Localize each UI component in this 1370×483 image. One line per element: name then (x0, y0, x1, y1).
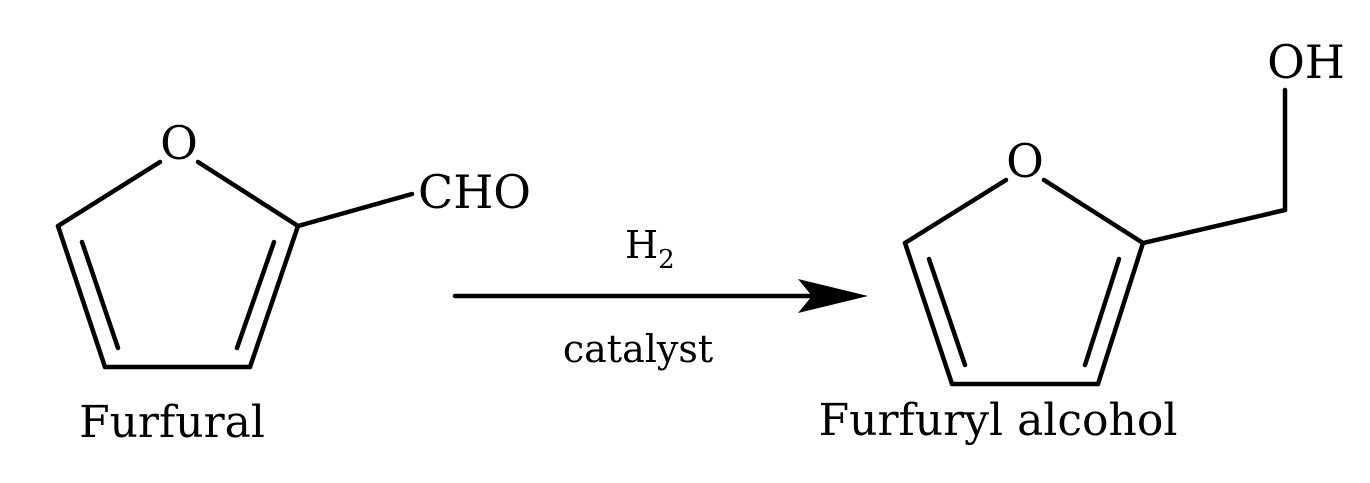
bond-c5-c4 (902, 240, 955, 387)
bond-c2-o (195, 159, 301, 229)
furfuryl-alcohol-structure: O OH (902, 35, 1345, 387)
furfural-label: Furfural (79, 397, 265, 448)
bond-c5-c4 (55, 223, 108, 370)
bond-c2-ch2 (1140, 207, 1288, 246)
product-oh-group: OH (1267, 35, 1345, 89)
arrow-head (798, 279, 868, 313)
reaction-arrow (452, 279, 868, 313)
reagent-h2-main: H (625, 223, 658, 267)
furfural-ring-oxygen: O (160, 116, 198, 170)
bond-c3-c2 (1095, 240, 1146, 387)
bond-c3-c2-inner (1082, 256, 1122, 368)
product-ring-oxygen: O (1006, 134, 1044, 188)
catalyst-label: catalyst (563, 327, 713, 371)
bond-c3-c2 (247, 223, 301, 370)
bond-c3-c2-inner (234, 239, 277, 351)
furfuryl-alcohol-label: Furfuryl alcohol (819, 395, 1178, 446)
bond-o-c5 (55, 159, 163, 229)
bond-c2-o (1041, 177, 1146, 246)
bond-c5-c4-inner (926, 256, 968, 368)
bond-c5-c4-inner (79, 239, 121, 351)
reagent-h2: H2 (625, 223, 675, 275)
furfural-structure: O CHO (55, 116, 531, 370)
reagent-h2-subscript: 2 (658, 245, 675, 275)
furfural-cho-group: CHO (418, 165, 531, 219)
bond-c2-cho (295, 191, 415, 229)
bond-o-c5 (902, 177, 1009, 246)
